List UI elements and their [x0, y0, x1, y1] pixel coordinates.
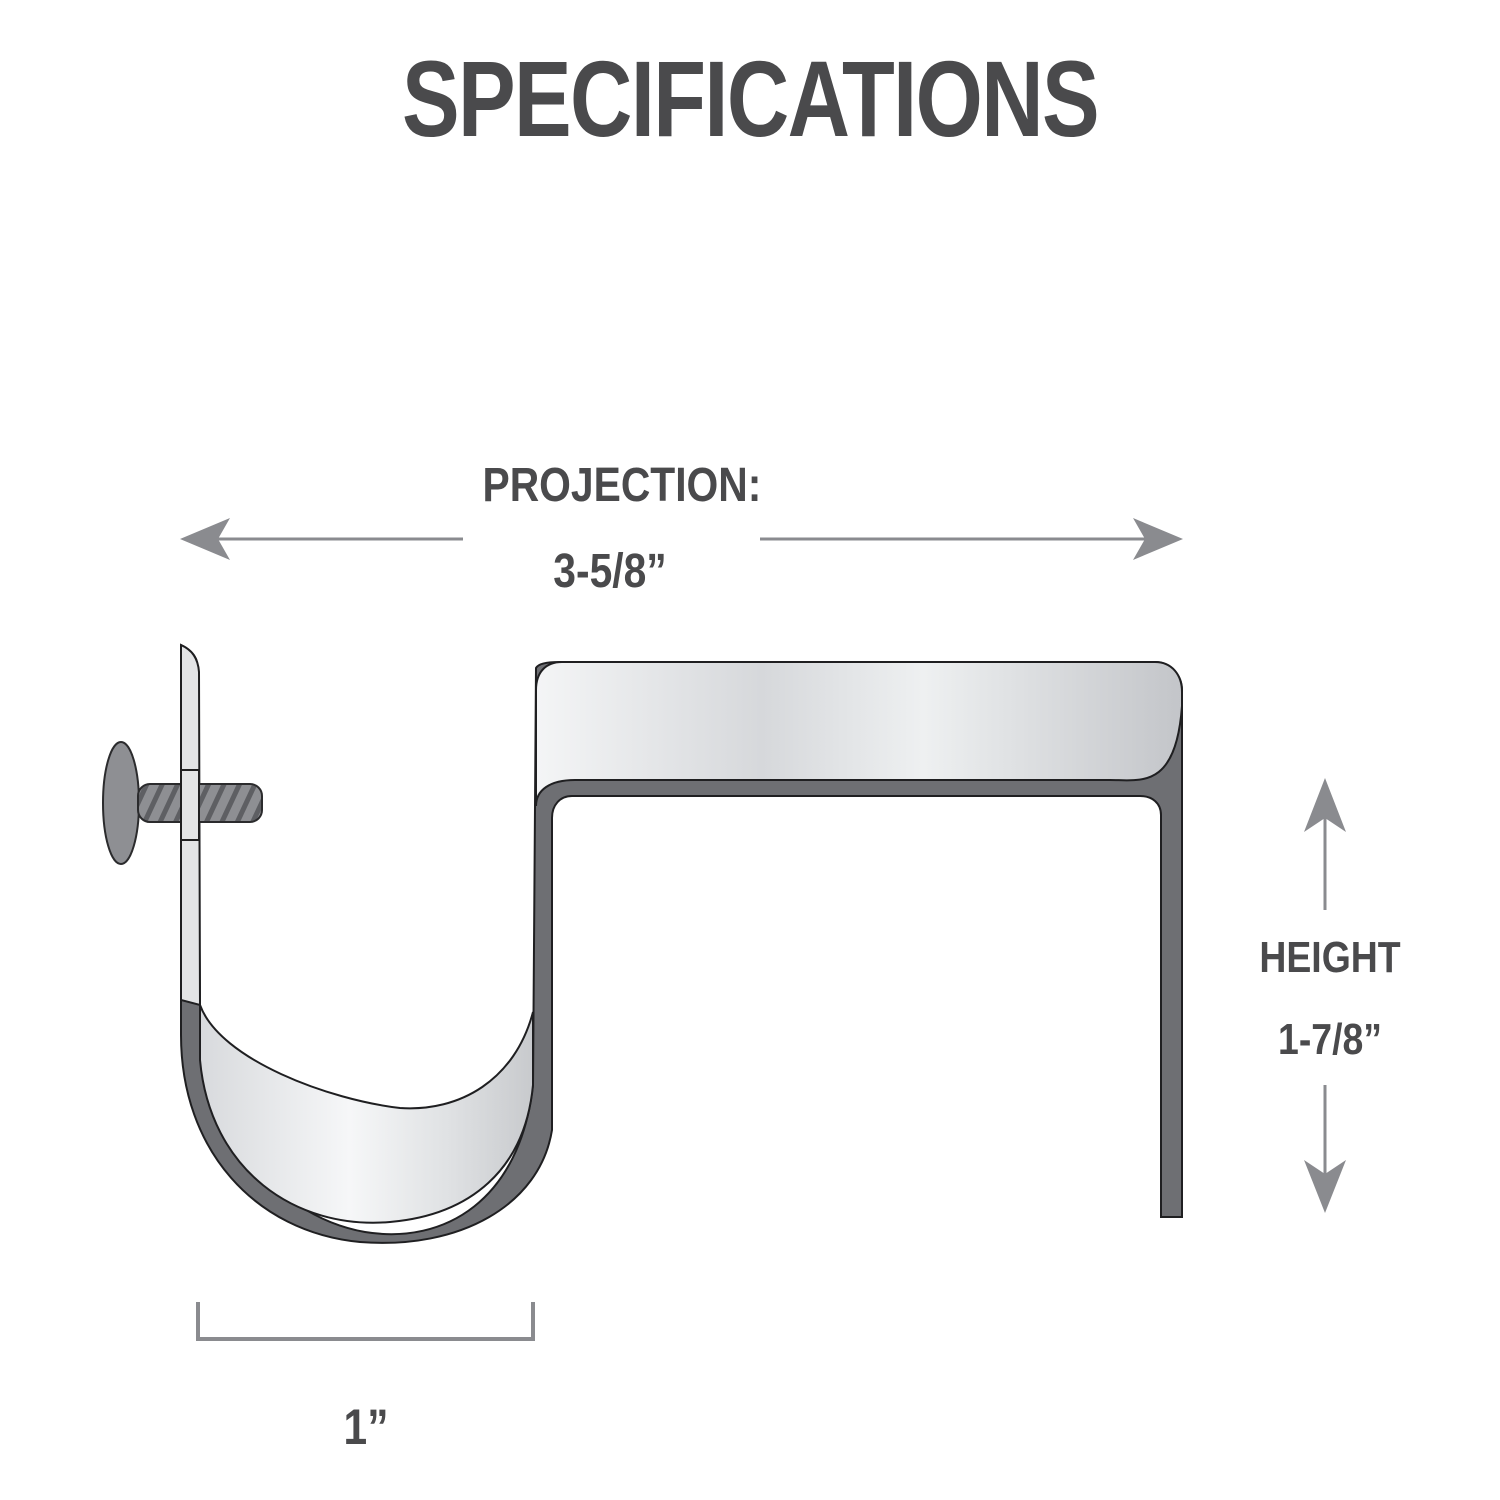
screw-icon	[102, 741, 263, 865]
down-arrow-icon	[1304, 1085, 1346, 1213]
projection-label: PROJECTION:	[482, 459, 762, 512]
right-arrow-icon	[760, 518, 1183, 560]
page-title: SPECIFICATIONS	[401, 38, 1100, 159]
up-arrow-icon	[1304, 778, 1346, 910]
width-value: 1”	[343, 1399, 389, 1455]
width-dimension-bracket	[196, 1302, 535, 1341]
projection-value: 3-5/8”	[553, 545, 667, 598]
curtain-bracket-icon	[180, 643, 1183, 1244]
left-arrow-icon	[180, 518, 463, 560]
height-label: HEIGHT	[1259, 933, 1401, 982]
height-value: 1-7/8”	[1278, 1015, 1382, 1064]
